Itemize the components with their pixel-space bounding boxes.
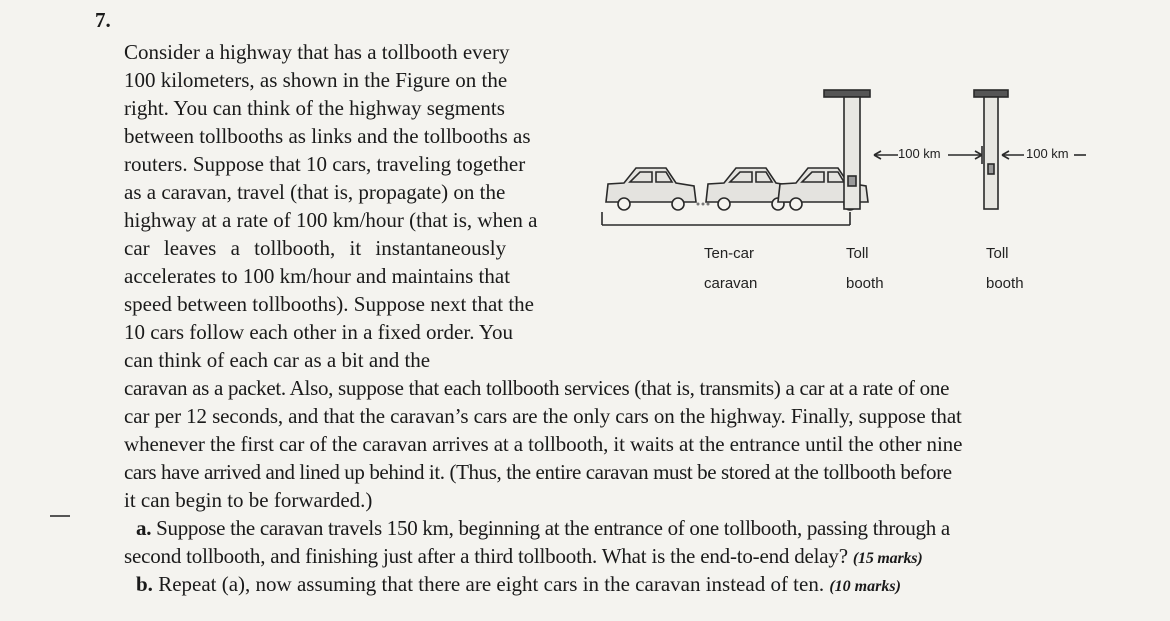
caravan-label-2: caravan bbox=[704, 275, 758, 292]
caravan-label-1: Ten-car bbox=[704, 245, 755, 262]
part-b-text: Repeat (a), now assuming that there are … bbox=[158, 572, 825, 596]
car-icon bbox=[605, 167, 697, 211]
body-line: routers. Suppose that 10 cars, traveling… bbox=[124, 152, 526, 176]
part-b-marks: (10 marks) bbox=[829, 578, 901, 595]
highway-figure: 100 km 100 km Ten-car caravan Toll booth… bbox=[598, 80, 1098, 292]
part-a-marks: (15 marks) bbox=[852, 550, 923, 567]
highway-diagram bbox=[601, 89, 1086, 226]
toll1-label-1: Toll bbox=[846, 245, 869, 262]
body-line: car per 12 seconds, and that the caravan… bbox=[124, 404, 962, 428]
body-line: it can begin to be forwarded.) bbox=[124, 488, 373, 512]
part-b-line: b. Repeat (a), now assuming that there a… bbox=[136, 570, 901, 601]
body-line: can think of each car as a bit and the bbox=[124, 348, 431, 372]
body-line: highway at a rate of 100 km/hour (that i… bbox=[124, 208, 538, 232]
body-line: whenever the first car of the caravan ar… bbox=[124, 432, 963, 456]
tollbooth-icon bbox=[823, 89, 871, 210]
part-a-line-1: a. Suppose the caravan travels 150 km, b… bbox=[136, 514, 950, 542]
tollbooth-icon bbox=[973, 89, 1009, 210]
body-line: 10 cars follow each other in a fixed ord… bbox=[124, 320, 513, 344]
part-a-label: a. bbox=[136, 516, 152, 540]
body-line: caravan as a packet. Also, suppose that … bbox=[124, 376, 950, 400]
ellipsis-dots bbox=[696, 202, 710, 206]
distance-label-1: 100 km bbox=[898, 146, 941, 161]
part-a-text-2: second tollbooth, and finishing just aft… bbox=[124, 544, 848, 568]
body-line: car leaves a tollbooth, it instantaneous… bbox=[124, 236, 507, 260]
part-a-text-1: Suppose the caravan travels 150 km, begi… bbox=[156, 516, 950, 540]
body-line: cars have arrived and lined up behind it… bbox=[124, 460, 952, 484]
part-a-line-2: second tollbooth, and finishing just aft… bbox=[124, 542, 923, 573]
margin-mark bbox=[50, 515, 70, 517]
body-line: 100 kilometers, as shown in the Figure o… bbox=[124, 68, 508, 92]
question-number: 7. bbox=[95, 8, 111, 32]
body-line: Consider a highway that has a tollbooth … bbox=[124, 40, 510, 64]
toll2-label-2: booth bbox=[986, 275, 1024, 292]
toll1-label-2: booth bbox=[846, 275, 884, 292]
toll2-label-1: Toll bbox=[986, 245, 1009, 262]
body-line: speed between tollbooths). Suppose next … bbox=[124, 292, 535, 316]
part-b-label: b. bbox=[136, 572, 153, 596]
distance-arrow bbox=[1001, 150, 1086, 160]
distance-arrow bbox=[873, 146, 983, 164]
distance-label-2: 100 km bbox=[1026, 146, 1069, 161]
body-line: right. You can think of the highway segm… bbox=[124, 96, 505, 120]
body-line: accelerates to 100 km/hour and maintains… bbox=[124, 264, 511, 288]
body-line: between tollbooths as links and the toll… bbox=[124, 124, 531, 148]
body-line: as a caravan, travel (that is, propagate… bbox=[124, 180, 506, 204]
